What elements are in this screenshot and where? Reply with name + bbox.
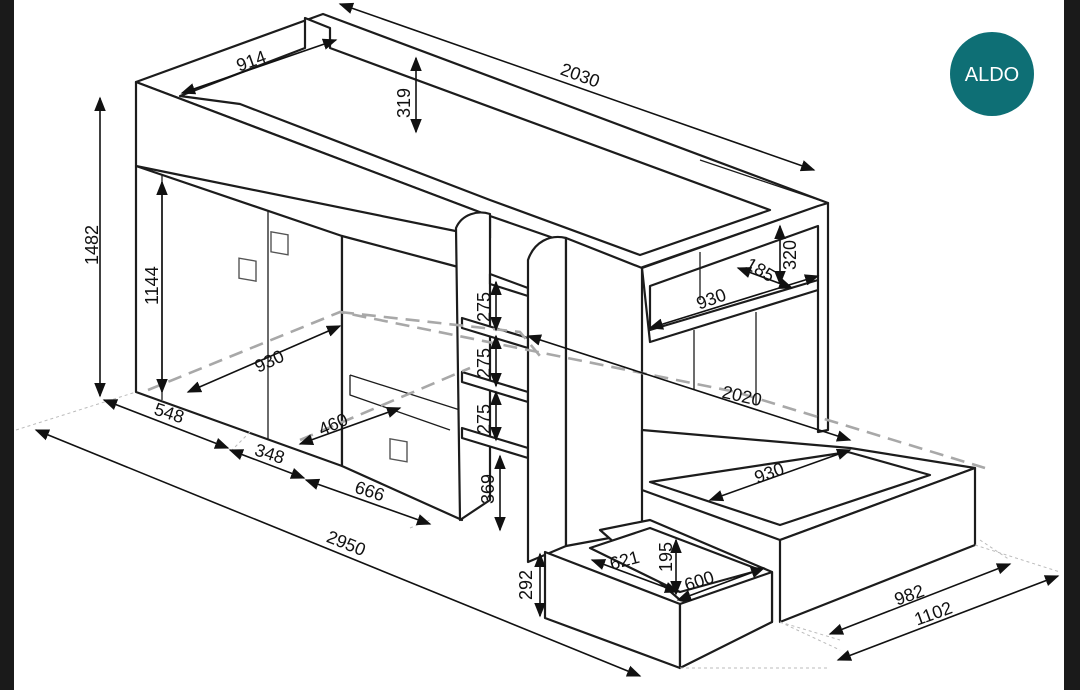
ladder-right-post — [526, 235, 568, 564]
aldo-logo: ALDO — [950, 32, 1034, 116]
logo-badge — [950, 32, 1034, 116]
label-275-b: 275 — [474, 348, 494, 378]
dim-line-600 — [676, 567, 766, 601]
dim-line-1102 — [836, 575, 1060, 661]
label-320: 320 — [780, 240, 800, 270]
label-195: 195 — [656, 542, 676, 572]
logo-text: ALDO — [965, 64, 1019, 86]
desk-drawer-handle — [389, 437, 408, 463]
dim-line-914 — [180, 38, 338, 95]
label-319: 319 — [394, 88, 414, 118]
dimension-lines — [34, 2, 1060, 677]
dim-line-930-desk — [186, 325, 342, 393]
dim-line-2950 — [34, 429, 642, 677]
dim-line-621 — [590, 559, 680, 593]
dim-line-930-shelf — [648, 274, 820, 330]
tall-column — [564, 236, 644, 548]
door-handle-left — [238, 257, 257, 282]
label-1144: 1144 — [142, 266, 162, 305]
dim-line-930-lower — [708, 448, 852, 502]
label-275-c: 275 — [474, 404, 494, 434]
label-275-a: 275 — [474, 292, 494, 322]
label-292: 292 — [516, 570, 536, 600]
door-handle-right — [270, 230, 289, 256]
dim-line-2030 — [338, 2, 816, 172]
label-369: 369 — [478, 474, 498, 504]
label-1482: 1482 — [82, 225, 102, 265]
dim-line-2020 — [526, 334, 852, 442]
